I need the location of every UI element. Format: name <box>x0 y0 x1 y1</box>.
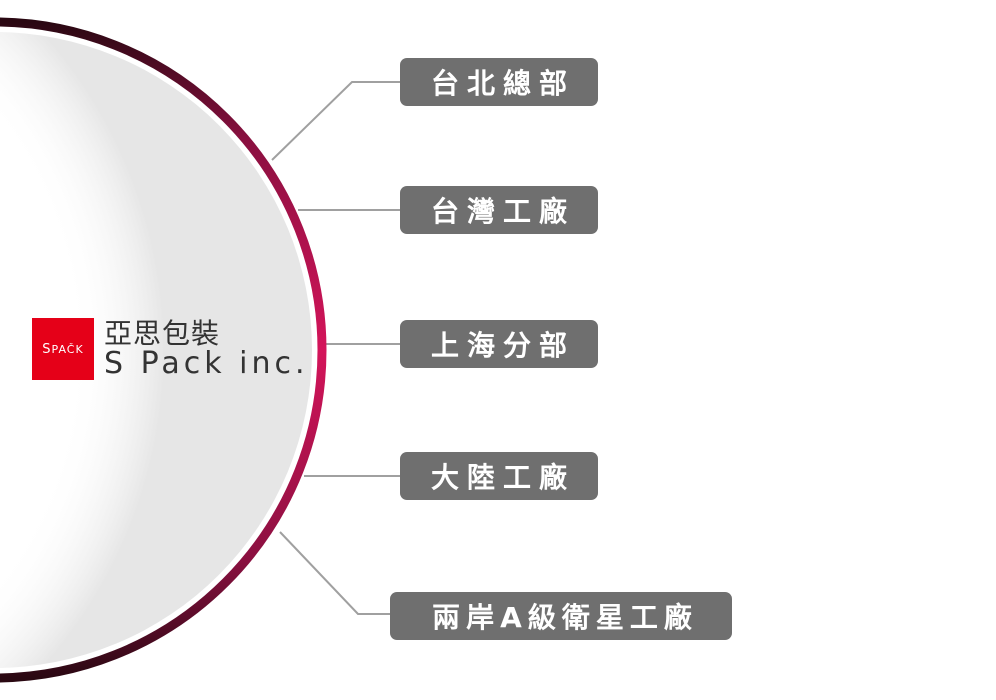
node-cross-strait-satellite-factory: 兩岸A級衛星工廠 <box>390 592 732 640</box>
node-shanghai-branch: 上海分部 <box>400 320 598 368</box>
logo-mark: SPAČK <box>42 342 83 357</box>
logo-mark-rest: PAČK <box>51 342 84 356</box>
central-ring <box>0 17 327 683</box>
company-name-chinese: 亞思包裝 <box>104 317 221 350</box>
spack-logo: SPAČK <box>32 318 94 380</box>
connector-line-1 <box>271 81 400 161</box>
node-taipei-hq: 台北總部 <box>400 58 598 106</box>
node-taiwan-factory: 台灣工廠 <box>400 186 598 234</box>
logo-mark-initial: S <box>42 341 52 357</box>
node-mainland-factory: 大陸工廠 <box>400 452 598 500</box>
circle-shadow <box>0 32 312 668</box>
connector-line-5 <box>279 531 390 615</box>
company-name-english: S Pack inc. <box>104 346 309 381</box>
